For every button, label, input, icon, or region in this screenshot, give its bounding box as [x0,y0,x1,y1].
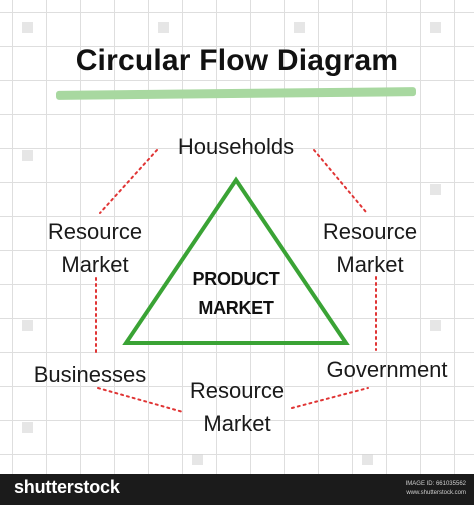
product-market-line2: MARKET [198,298,274,318]
resource-market-left: Resource Market [30,215,160,281]
watermark-mark [22,422,33,433]
businesses-label: Businesses [33,362,147,387]
resource-market-left-line1: Resource [47,219,143,244]
connector-businesses-bottom [97,387,184,413]
watermark-mark [430,320,441,331]
diagram-canvas: Circular Flow Diagram Households Resourc… [0,0,474,474]
watermark-mark [158,22,169,33]
watermark-mark [192,454,203,465]
resource-market-bottom: Resource Market [172,374,302,440]
watermark-mark [430,22,441,33]
product-market-triangle [122,176,350,345]
flow-diagram [95,149,377,413]
watermark-mark [22,150,33,161]
resource-market-right-line1: Resource [322,219,418,244]
households-label: Households [177,134,295,159]
connector-lines [95,149,377,413]
resource-market-right-line2: Market [336,252,404,277]
resource-market-left-line2: Market [61,252,129,277]
product-market-label: PRODUCT MARKET [166,265,306,323]
connector-bottom-government [291,387,369,409]
image-id-block: IMAGE ID: 661035562 www.shutterstock.com [406,480,466,498]
resource-market-bottom-line1: Resource [189,378,285,403]
page-title: Circular Flow Diagram [75,44,399,77]
connector-households-left [99,149,158,214]
image-id-text: IMAGE ID: 661035562 [405,481,466,487]
watermark-mark [362,454,373,465]
watermark-mark [294,22,305,33]
watermark-mark [22,22,33,33]
resource-market-right: Resource Market [305,215,435,281]
shutterstock-logo: shutterstock [14,477,120,497]
government-label: Government [326,357,448,382]
watermark-mark [430,184,441,195]
resource-market-bottom-line2: Market [203,411,271,436]
watermark-mark [22,320,33,331]
footer-site-text: www.shutterstock.com [406,490,466,496]
connector-households-right [313,149,367,213]
footer-bar: shutterstock IMAGE ID: 661035562 www.shu… [0,474,474,505]
product-market-line1: PRODUCT [192,269,280,289]
